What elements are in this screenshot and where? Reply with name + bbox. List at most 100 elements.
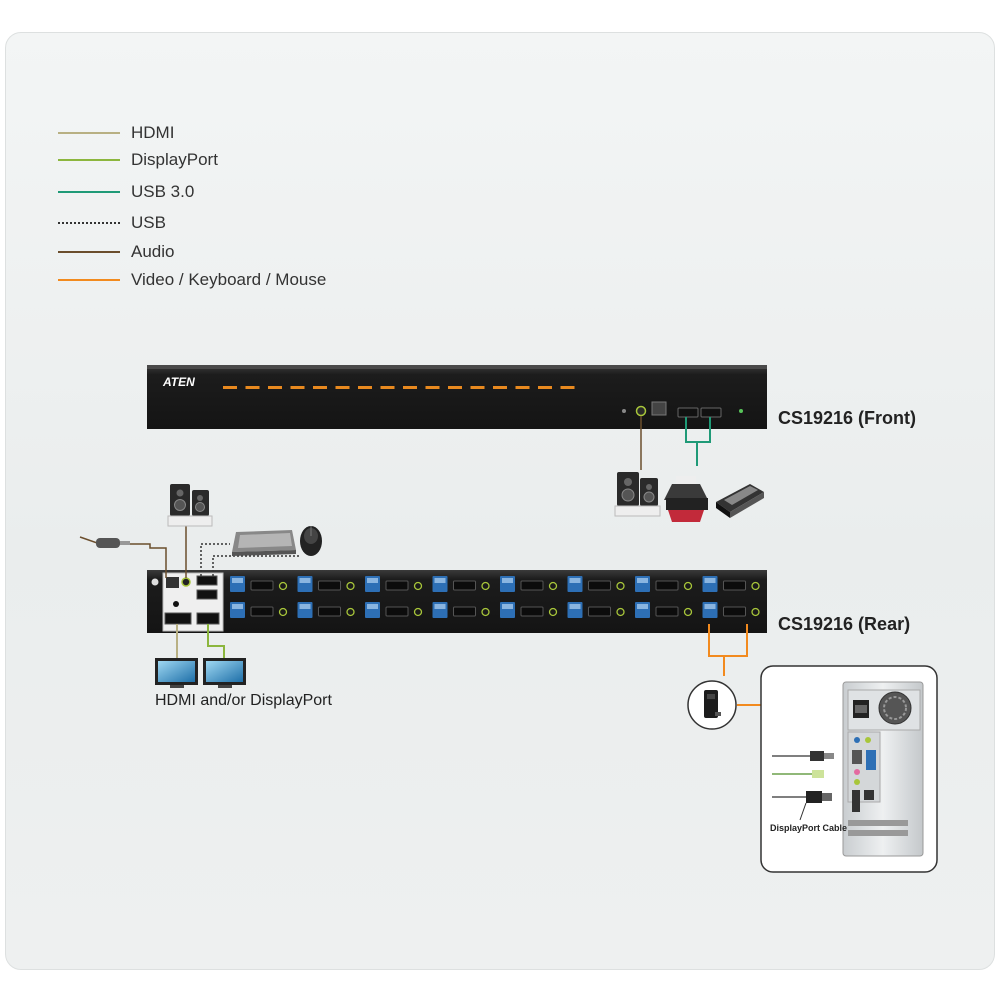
computer-port-set-14[interactable] xyxy=(635,602,693,618)
computer-port-set-4[interactable] xyxy=(297,602,355,618)
port-led-16 xyxy=(560,386,575,389)
rear-displayport-out-port[interactable] xyxy=(196,612,220,625)
port-led-13 xyxy=(493,386,507,389)
audio-in-port[interactable] xyxy=(481,581,490,591)
audio-in-port[interactable] xyxy=(413,607,423,617)
rear-mic-port xyxy=(173,601,179,607)
mouse-icon xyxy=(300,526,322,556)
displayport-in-port[interactable] xyxy=(723,580,746,591)
displayport-in-port[interactable] xyxy=(385,606,409,617)
computer-port-set-5[interactable] xyxy=(365,576,423,592)
rear-panel xyxy=(147,570,767,633)
audio-in-port[interactable] xyxy=(616,581,625,591)
port-led-7 xyxy=(358,386,372,389)
computer-port-set-16[interactable] xyxy=(702,602,760,618)
displayport-in-port[interactable] xyxy=(520,580,544,591)
computer-port-set-7[interactable] xyxy=(432,576,490,592)
displayport-in-port[interactable] xyxy=(655,606,679,617)
rear-speakers-icon xyxy=(167,484,213,527)
displayport-cable-label: DisplayPort Cable xyxy=(770,823,847,833)
displayport-in-port[interactable] xyxy=(588,580,611,591)
front-usb-port-2[interactable] xyxy=(700,407,722,418)
displayport-in-port[interactable] xyxy=(520,606,544,617)
rear-console-usb-1[interactable] xyxy=(196,575,218,586)
rear-power-port xyxy=(166,577,179,588)
audio-in-port[interactable] xyxy=(278,607,288,617)
displayport-in-port[interactable] xyxy=(588,606,611,617)
usb3-port-contacts xyxy=(434,604,446,609)
printer-icon xyxy=(664,476,708,522)
usb3-port-contacts xyxy=(232,578,243,583)
port-led-4 xyxy=(290,386,305,389)
audio-in-port[interactable] xyxy=(481,607,490,617)
usb3-port-contacts xyxy=(299,578,311,583)
displayport-in-port[interactable] xyxy=(250,580,274,591)
computer-port-set-13[interactable] xyxy=(635,576,693,592)
usb3-port-contacts xyxy=(299,604,311,609)
usb3-port-contacts xyxy=(569,604,581,609)
audio-in-port[interactable] xyxy=(548,607,558,617)
displayport-in-port[interactable] xyxy=(453,580,476,591)
front-audio-port xyxy=(635,405,647,417)
port-led-10 xyxy=(425,386,440,389)
port-led-6 xyxy=(335,386,350,389)
computer-port-set-6[interactable] xyxy=(365,602,423,618)
displayport-in-port[interactable] xyxy=(318,606,341,617)
computer-port-set-9[interactable] xyxy=(500,576,558,592)
audio-in-port[interactable] xyxy=(346,607,355,617)
computer-port-set-15[interactable] xyxy=(702,576,760,592)
computer-port-set-3[interactable] xyxy=(297,576,355,592)
displayport-in-port[interactable] xyxy=(318,580,341,591)
port-led-5 xyxy=(313,386,327,389)
computer-port-set-1[interactable] xyxy=(230,576,288,592)
port-led-14 xyxy=(515,386,530,389)
audio-in-port[interactable] xyxy=(751,607,760,617)
displayport-in-port[interactable] xyxy=(453,606,476,617)
keyboard-mouse-usb-cable xyxy=(200,543,300,576)
legend-label: Video / Keyboard / Mouse xyxy=(131,270,327,289)
audio-in-port[interactable] xyxy=(616,607,625,617)
pc-cables-icon xyxy=(772,751,834,821)
front-label: CS19216 (Front) xyxy=(778,408,916,428)
audio-in-port[interactable] xyxy=(413,581,423,591)
monitor-displayport-icon xyxy=(203,658,246,688)
audio-in-port[interactable] xyxy=(683,581,693,591)
front-usb-port-1[interactable] xyxy=(677,407,699,418)
computer-port-set-2[interactable] xyxy=(230,602,288,618)
usb-line-swatch xyxy=(58,222,120,224)
port-led-9 xyxy=(403,386,417,389)
usb3-port-contacts xyxy=(367,578,378,583)
audio-in-port[interactable] xyxy=(346,581,355,591)
displayport-in-port[interactable] xyxy=(385,580,409,591)
displayport-in-port[interactable] xyxy=(655,580,679,591)
audio-in-port[interactable] xyxy=(548,581,558,591)
front-ethernet-port xyxy=(651,401,667,416)
displayport-line-swatch xyxy=(58,159,120,161)
vkm-line-swatch xyxy=(58,279,120,281)
keyboard-icon xyxy=(232,530,296,556)
usb3-line-swatch xyxy=(58,191,120,193)
displayport-cable xyxy=(207,624,225,658)
rear-audio-port xyxy=(181,577,191,587)
audio-in-port[interactable] xyxy=(278,581,288,591)
usb3-port-contacts xyxy=(637,578,648,583)
front-chassis xyxy=(147,365,767,429)
monitor-hdmi-icon xyxy=(155,658,198,688)
rear-console-usb-2[interactable] xyxy=(196,589,218,600)
audio-in-port[interactable] xyxy=(683,607,693,617)
computer-port-set-12[interactable] xyxy=(567,602,625,618)
legend-label: USB xyxy=(131,213,166,232)
displayport-in-port[interactable] xyxy=(250,606,274,617)
audio-in-port[interactable] xyxy=(751,581,760,591)
computer-port-set-11[interactable] xyxy=(567,576,625,592)
front-led-row xyxy=(223,386,575,389)
port-led-8 xyxy=(380,386,395,389)
rear-hdmi-out-port[interactable] xyxy=(164,612,192,625)
front-chassis-top-edge xyxy=(147,365,767,369)
computer-port-set-10[interactable] xyxy=(500,602,558,618)
legend-label: Audio xyxy=(131,242,175,261)
computer-port-set-8[interactable] xyxy=(432,602,490,618)
displays-label: HDMI and/or DisplayPort xyxy=(155,692,332,709)
displayport-in-port[interactable] xyxy=(723,606,746,617)
